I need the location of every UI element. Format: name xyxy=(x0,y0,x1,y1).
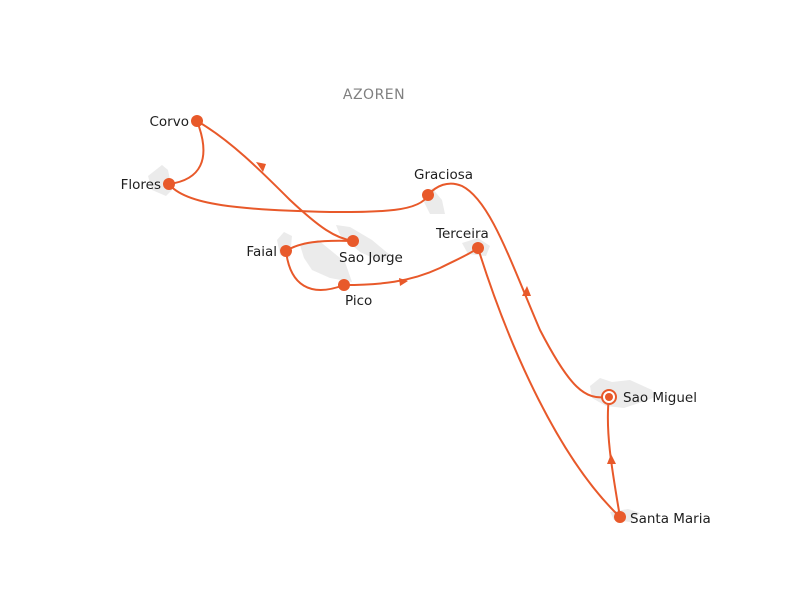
route-flores-corvo xyxy=(168,120,205,185)
route-faial-pico xyxy=(285,250,345,291)
stop-marker-graciosa xyxy=(422,189,434,201)
route-sao-miguel-graciosa xyxy=(427,182,608,399)
island-label-terceira: Terceira xyxy=(435,226,489,242)
island-label-sao-miguel: Sao Miguel xyxy=(623,390,697,406)
arrow-up-icon xyxy=(522,286,531,296)
route-santa-maria-sao-miguel xyxy=(606,396,621,518)
island-label-sao-jorge: Sao Jorge xyxy=(339,250,403,266)
island-label-santa-maria: Santa Maria xyxy=(630,511,711,527)
island-label-graciosa: Graciosa xyxy=(414,167,473,183)
map-title: AZOREN xyxy=(343,87,405,103)
stop-marker-santa-maria xyxy=(614,511,626,523)
route-lines xyxy=(168,120,621,518)
stop-marker-terceira xyxy=(472,242,484,254)
arrow-down-icon xyxy=(256,162,266,172)
route-terceira-santa-maria xyxy=(477,247,621,518)
arrow-right-icon xyxy=(399,278,408,286)
island-pico-shape xyxy=(300,240,352,282)
island-label-flores: Flores xyxy=(121,177,161,193)
stop-marker-corvo xyxy=(191,115,203,127)
stop-marker-faial xyxy=(280,245,292,257)
route-corvo-sao-jorge xyxy=(196,120,354,242)
island-label-corvo: Corvo xyxy=(150,114,190,130)
stop-marker-pico xyxy=(338,279,350,291)
island-label-faial: Faial xyxy=(246,244,277,260)
stop-marker-flores xyxy=(163,178,175,190)
stop-marker-sao-miguel xyxy=(605,393,613,401)
stop-marker-sao-jorge xyxy=(347,235,359,247)
direction-arrows xyxy=(256,162,616,464)
arrow-up-icon xyxy=(607,454,616,464)
route-pico-terceira xyxy=(343,247,479,286)
route-graciosa-flores xyxy=(168,183,429,214)
island-sao-jorge-shape xyxy=(336,225,390,262)
island-label-pico: Pico xyxy=(345,293,372,309)
